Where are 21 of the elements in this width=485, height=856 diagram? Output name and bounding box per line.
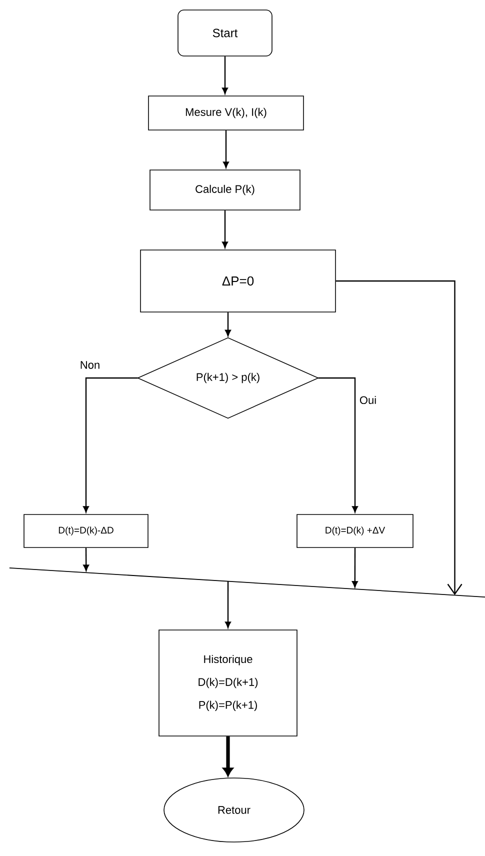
arrow (352, 548, 358, 588)
horizontal-line (9, 567, 485, 598)
process-box: Mesure V(k), I(k) (148, 96, 304, 130)
arrow (222, 736, 234, 776)
arrow (336, 280, 462, 596)
arrow (225, 312, 231, 336)
start-box: Start (178, 10, 272, 56)
process-box: ΔP=0 (140, 250, 336, 312)
arrow (83, 377, 138, 513)
arrow (222, 210, 228, 248)
process-box: D(t)=D(k)-ΔD (24, 514, 148, 548)
edge-label: Non (78, 360, 102, 370)
arrow (222, 56, 228, 94)
process-box: Calcule P(k) (150, 170, 300, 210)
arrow (223, 130, 229, 168)
arrow (318, 377, 358, 513)
process-box: Historique D(k)=D(k+1) P(k)=P(k+1) (158, 630, 298, 736)
arrow (83, 548, 90, 572)
process-box: D(t)=D(k) +ΔV (296, 514, 414, 548)
arrow (225, 581, 231, 628)
edge-label: Oui (358, 394, 378, 406)
